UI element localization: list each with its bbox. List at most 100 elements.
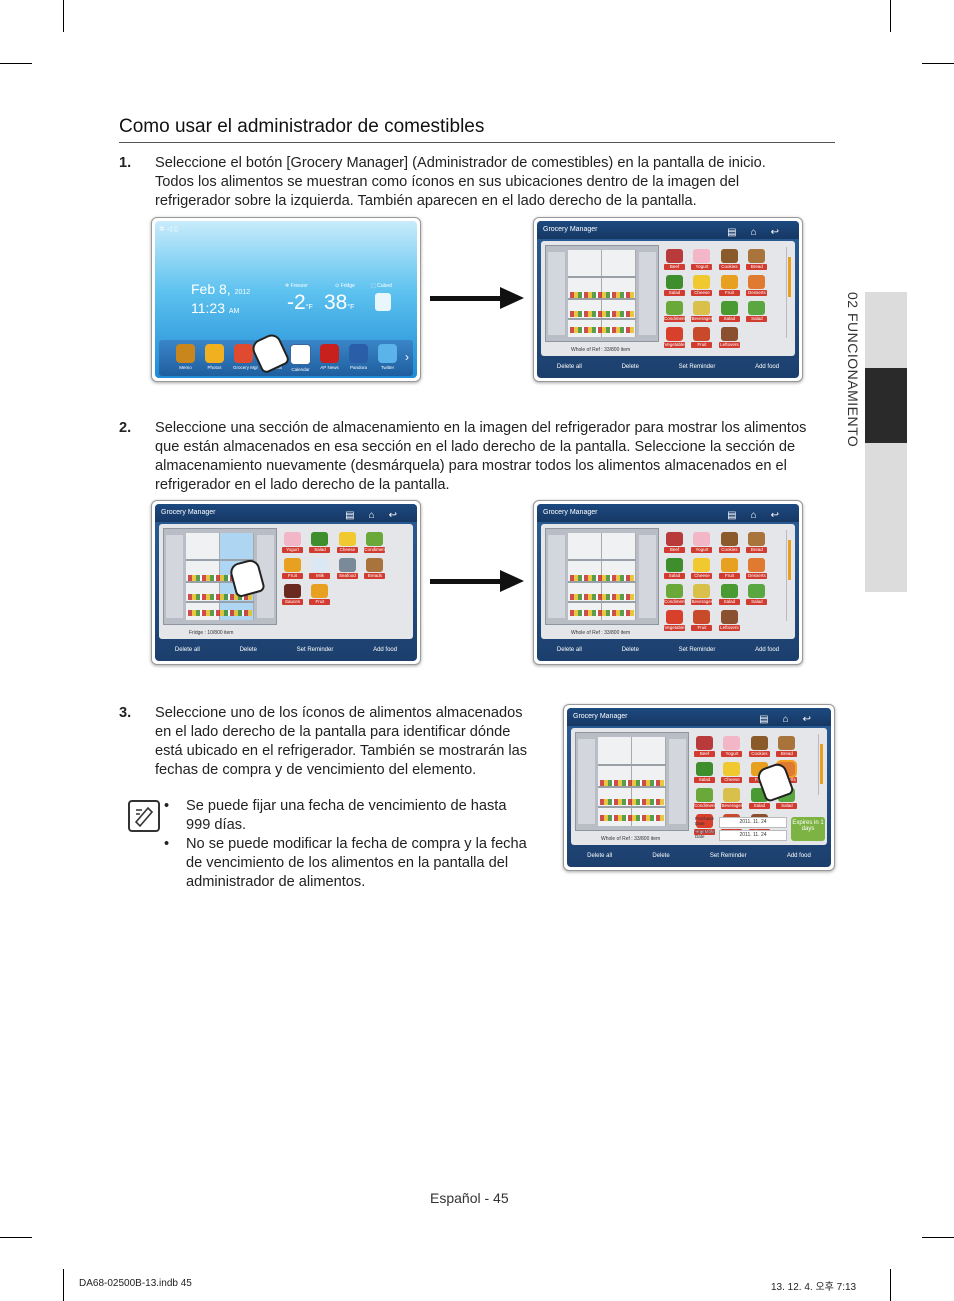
list-icon[interactable]: ▤ <box>727 227 751 238</box>
food-item[interactable]: Salad <box>309 532 331 553</box>
food-item[interactable]: Leftovers <box>718 327 740 348</box>
home-icon[interactable]: ⌂ <box>750 510 771 521</box>
food-item[interactable]: Desserts <box>746 558 768 579</box>
add-food-button[interactable]: Add food <box>755 647 780 653</box>
scrollbar[interactable] <box>786 530 792 621</box>
delete-all-button[interactable]: Delete all <box>587 853 613 859</box>
list-icon[interactable]: ▤ <box>345 510 369 521</box>
food-item[interactable]: Beverages <box>691 301 713 322</box>
food-item[interactable]: Yogurt <box>721 736 743 757</box>
delete-button[interactable]: Delete <box>652 853 670 859</box>
fridge-door-left[interactable] <box>548 252 565 335</box>
fridge-image[interactable] <box>575 732 689 831</box>
food-item[interactable]: Salad <box>718 301 740 322</box>
fridge-door-right[interactable] <box>639 252 656 335</box>
food-item[interactable]: Beef <box>664 249 685 270</box>
set-reminder-button[interactable]: Set Reminder <box>678 364 716 370</box>
app-photos[interactable]: Photos <box>204 344 225 370</box>
purchase-date-field[interactable]: 2011. 11. 24 <box>719 817 787 828</box>
food-item[interactable]: Condiment <box>664 584 686 605</box>
food-item[interactable]: Yogurt <box>691 249 713 270</box>
fridge-image[interactable] <box>545 528 659 625</box>
app-memo[interactable]: Memo <box>175 344 196 370</box>
add-food-button[interactable]: Add food <box>373 647 398 653</box>
set-reminder-button[interactable]: Set Reminder <box>678 647 716 653</box>
food-item[interactable]: Cookies <box>718 249 740 270</box>
food-item[interactable]: Condiment <box>364 532 386 553</box>
back-icon[interactable]: ↩ <box>802 714 825 725</box>
food-item[interactable]: Yogurt <box>282 532 303 553</box>
back-icon[interactable]: ↩ <box>770 510 793 521</box>
food-item[interactable]: Cheese <box>336 532 358 553</box>
food-item[interactable]: Vegetable <box>664 610 685 631</box>
food-item[interactable]: Vegetable <box>694 814 715 835</box>
food-item[interactable]: Beverages <box>721 788 743 809</box>
app-twitter[interactable]: Twitter <box>377 344 398 370</box>
food-item[interactable]: Yogurt <box>691 532 713 553</box>
food-item[interactable]: Milk <box>309 558 331 579</box>
food-item[interactable]: Bread <box>746 532 768 553</box>
scroll-thumb[interactable] <box>820 744 823 784</box>
food-item[interactable]: Salad <box>746 301 768 322</box>
fridge-section[interactable] <box>602 533 636 620</box>
fridge-temp[interactable]: 38°F <box>324 291 354 315</box>
food-item[interactable]: Cookies <box>718 532 740 553</box>
freezer-temp[interactable]: -2°F <box>287 291 313 315</box>
home-icon[interactable]: ⌂ <box>782 714 803 725</box>
fridge-door-left[interactable] <box>548 535 565 618</box>
food-item[interactable]: Sauces <box>282 584 303 605</box>
back-icon[interactable]: ↩ <box>770 227 793 238</box>
food-item[interactable]: Cookies <box>748 736 770 757</box>
food-item[interactable]: Desserts <box>746 275 768 296</box>
set-reminder-button[interactable]: Set Reminder <box>709 853 747 859</box>
scroll-thumb[interactable] <box>788 257 791 297</box>
app-calendar[interactable]: Calendar <box>290 344 311 372</box>
food-item[interactable]: Leftovers <box>718 610 740 631</box>
delete-button[interactable]: Delete <box>621 364 639 370</box>
food-item[interactable]: Salad <box>746 584 768 605</box>
dock-next-icon[interactable]: › <box>405 350 409 364</box>
food-item[interactable]: Salad <box>694 762 715 783</box>
food-item[interactable]: Seafood <box>336 558 358 579</box>
food-item[interactable]: Bread <box>746 249 768 270</box>
delete-button[interactable]: Delete <box>239 647 257 653</box>
fridge-door-right[interactable] <box>639 535 656 618</box>
scrollbar[interactable] <box>818 734 824 795</box>
fridge-door-right[interactable] <box>669 739 686 824</box>
food-item[interactable]: Salad <box>718 584 740 605</box>
fridge-section[interactable] <box>632 737 666 826</box>
food-item[interactable]: Salad <box>664 275 685 296</box>
food-item[interactable]: Fruit <box>309 584 331 605</box>
home-icon[interactable]: ⌂ <box>750 227 771 238</box>
add-food-button[interactable]: Add food <box>755 364 780 370</box>
scrollbar[interactable] <box>786 247 792 338</box>
home-icon[interactable]: ⌂ <box>368 510 389 521</box>
food-item[interactable]: Fruit <box>691 610 713 631</box>
fridge-door-right[interactable] <box>257 535 274 618</box>
food-item[interactable]: Beef <box>664 532 685 553</box>
delete-button[interactable]: Delete <box>621 647 639 653</box>
back-icon[interactable]: ↩ <box>388 510 411 521</box>
expiration-date-field[interactable]: 2011. 11. 24 <box>719 830 787 841</box>
food-item[interactable]: Cheese <box>721 762 743 783</box>
food-item[interactable]: Cheese <box>691 558 713 579</box>
food-item[interactable]: Condiment <box>664 301 686 322</box>
food-item[interactable]: Fruit <box>691 327 713 348</box>
fridge-door-left[interactable] <box>578 739 595 824</box>
food-item[interactable]: Fruit <box>718 558 740 579</box>
food-item[interactable]: Beef <box>694 736 715 757</box>
app-grocery-manager[interactable]: Grocery Mgr <box>233 344 258 370</box>
food-item[interactable]: Cheese <box>691 275 713 296</box>
fridge-door-left[interactable] <box>166 535 183 618</box>
list-icon[interactable]: ▤ <box>759 714 783 725</box>
food-item[interactable]: Fruit <box>282 558 303 579</box>
food-item[interactable]: Fruit <box>718 275 740 296</box>
food-item[interactable]: Salad <box>664 558 685 579</box>
food-item[interactable]: Vegetable <box>664 327 685 348</box>
app-pandora[interactable]: Pandora <box>348 344 369 370</box>
list-icon[interactable]: ▤ <box>727 510 751 521</box>
food-item[interactable]: Breads <box>364 558 386 579</box>
fridge-image[interactable] <box>545 245 659 342</box>
ice-cube-icon[interactable] <box>375 293 391 311</box>
set-reminder-button[interactable]: Set Reminder <box>296 647 334 653</box>
